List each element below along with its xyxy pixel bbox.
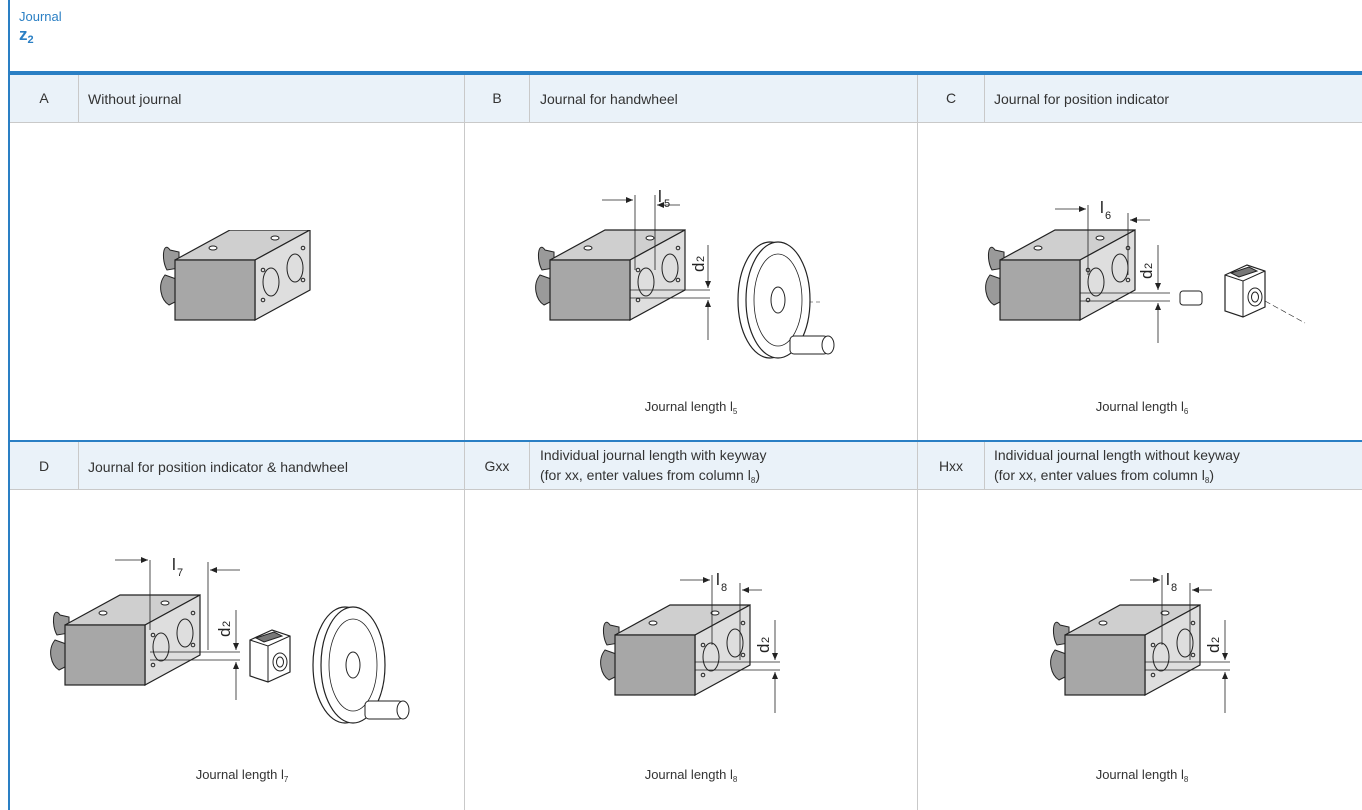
figure-g: l 8 d 2 bbox=[600, 570, 780, 713]
svg-text:l: l bbox=[1166, 570, 1170, 589]
svg-text:d: d bbox=[754, 644, 773, 653]
svg-text:l: l bbox=[172, 555, 176, 574]
svg-text:7: 7 bbox=[177, 567, 183, 579]
grid-line bbox=[464, 442, 465, 810]
text-c: Journal for position indicator bbox=[994, 91, 1170, 107]
text-a: Without journal bbox=[88, 91, 182, 107]
code-d: D bbox=[38, 458, 50, 474]
row1-header bbox=[10, 75, 1362, 123]
caption-d: Journal length l7 bbox=[195, 767, 289, 784]
text-h: Individual journal length without keyway… bbox=[994, 447, 1240, 485]
grid-line bbox=[984, 442, 985, 490]
grid-line bbox=[464, 75, 465, 440]
svg-text:d: d bbox=[1204, 644, 1223, 653]
grid-line bbox=[78, 75, 79, 123]
caption-g: Journal length l8 bbox=[644, 767, 738, 784]
code-b: B bbox=[492, 90, 502, 106]
grid-line bbox=[917, 75, 918, 440]
svg-text:l: l bbox=[1100, 198, 1104, 217]
top-rule bbox=[10, 71, 1362, 75]
svg-text:2: 2 bbox=[1210, 637, 1222, 643]
svg-text:d: d bbox=[689, 263, 708, 272]
text-g: Individual journal length with keyway (f… bbox=[540, 447, 767, 485]
figure-d: l 7 d 2 bbox=[50, 555, 410, 724]
grid-line bbox=[78, 442, 79, 490]
figure-c: l 6 d 2 bbox=[985, 198, 1306, 343]
code-h: Hxx bbox=[938, 458, 964, 474]
svg-text:l: l bbox=[658, 187, 662, 206]
svg-text:2: 2 bbox=[695, 256, 707, 262]
left-accent-line bbox=[8, 0, 10, 810]
figure-b: l 5 d 2 bbox=[535, 187, 835, 359]
grid-line bbox=[529, 442, 530, 490]
svg-text:d: d bbox=[1137, 270, 1156, 279]
section-label: Journal bbox=[19, 9, 62, 24]
code-a: A bbox=[39, 90, 49, 106]
caption-b: Journal length l5 bbox=[644, 399, 738, 416]
code-g: Gxx bbox=[484, 458, 510, 474]
section-header: Journal z2 bbox=[19, 10, 62, 50]
svg-text:l: l bbox=[716, 570, 720, 589]
svg-text:2: 2 bbox=[760, 637, 772, 643]
code-c: C bbox=[945, 90, 957, 106]
svg-text:2: 2 bbox=[221, 621, 233, 627]
svg-text:8: 8 bbox=[721, 582, 727, 594]
section-symbol: z2 bbox=[19, 25, 34, 46]
figure-a bbox=[160, 230, 311, 321]
svg-text:2: 2 bbox=[1143, 263, 1155, 269]
text-b: Journal for handwheel bbox=[540, 91, 678, 107]
text-d: Journal for position indicator & handwhe… bbox=[88, 459, 348, 475]
grid-line bbox=[984, 75, 985, 123]
caption-c: Journal length l6 bbox=[1095, 399, 1189, 416]
row2-header bbox=[10, 442, 1362, 490]
grid-line bbox=[917, 442, 918, 810]
grid-line bbox=[529, 75, 530, 123]
svg-text:8: 8 bbox=[1171, 582, 1177, 594]
svg-text:6: 6 bbox=[1105, 210, 1111, 222]
svg-text:5: 5 bbox=[664, 198, 670, 210]
figure-h: l 8 d 2 bbox=[1050, 570, 1230, 713]
svg-text:d: d bbox=[215, 628, 234, 637]
caption-h: Journal length l8 bbox=[1095, 767, 1189, 784]
middle-rule bbox=[10, 440, 1362, 442]
